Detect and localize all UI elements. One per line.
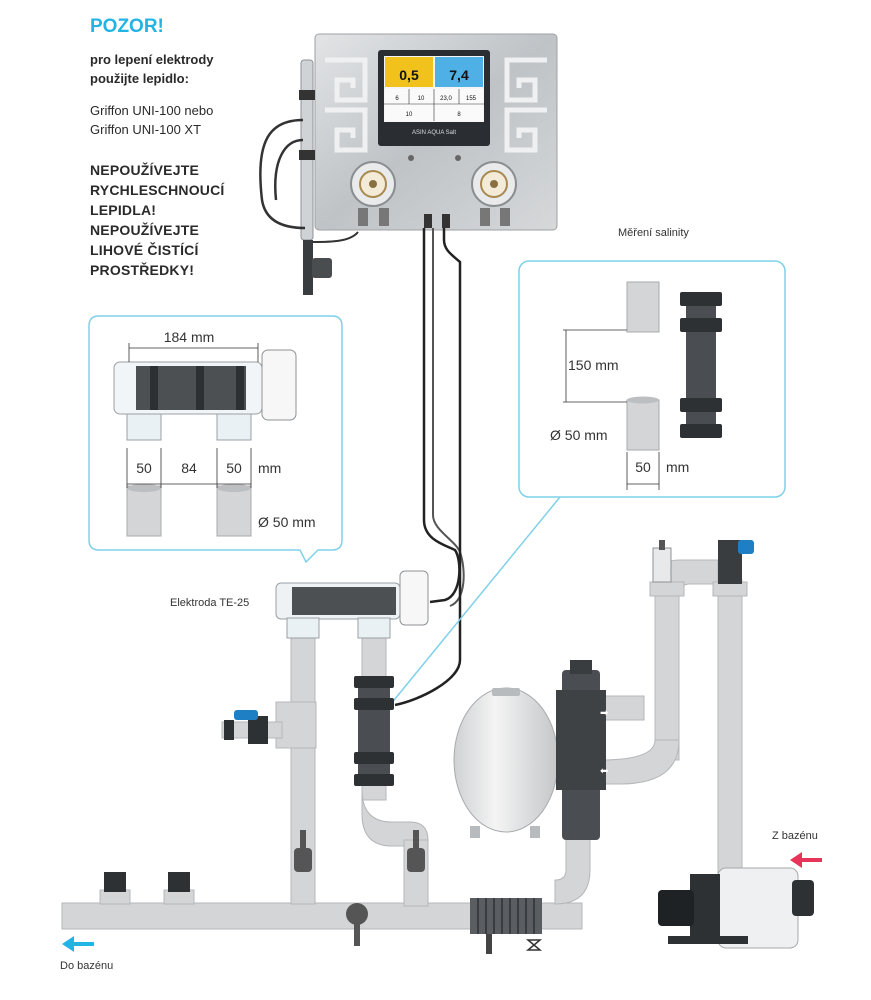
left-display-panel bbox=[385, 57, 433, 87]
electrode-length: 184 mm bbox=[164, 329, 215, 345]
salinity-cell bbox=[354, 676, 394, 786]
salinity-title: Měření salinity bbox=[618, 227, 689, 239]
right-peristaltic-pump bbox=[471, 161, 517, 207]
glue-option: Griffon UNI-100 nebo bbox=[90, 103, 214, 118]
warning-caps-line: NEPOUŽÍVEJTE bbox=[90, 162, 199, 178]
salinity-width: 50 bbox=[635, 459, 651, 475]
from-pool-label: Z bazénu bbox=[772, 830, 818, 842]
right-display-panel bbox=[435, 57, 483, 87]
warning-caps-line: PROSTŘEDKY! bbox=[90, 262, 195, 278]
device-brand: ASIN AQUA Salt bbox=[412, 130, 456, 136]
electrode-spacing: 50 bbox=[136, 460, 152, 476]
probe-holder bbox=[259, 59, 359, 295]
warning-caps-line: LIHOVÉ ČISTÍCÍ bbox=[90, 242, 199, 258]
display-status-value: 10 bbox=[406, 112, 413, 118]
electrode-dimension-callout bbox=[88, 315, 343, 564]
display-value-right: 7,4 bbox=[449, 67, 469, 83]
electrode-cable bbox=[422, 228, 461, 604]
heat-exchanger bbox=[470, 898, 543, 954]
warning-caps-line: LEPIDLA! bbox=[90, 202, 157, 218]
salinity-width-unit: mm bbox=[666, 459, 689, 475]
salinity-cable bbox=[394, 228, 462, 707]
electrode-spacing-unit: mm bbox=[258, 460, 281, 476]
electrode-label: Elektroda TE-25 bbox=[170, 597, 250, 609]
left-peristaltic-pump bbox=[350, 161, 396, 207]
display-status-value: 8 bbox=[457, 112, 461, 118]
ball-valves bbox=[294, 830, 425, 946]
electrode-spacing: 50 bbox=[226, 460, 242, 476]
glue-option: Griffon UNI-100 XT bbox=[90, 122, 202, 137]
electrode-diameter: Ø 50 mm bbox=[258, 514, 316, 530]
sand-filter: ➡ ⬅ bbox=[453, 660, 609, 840]
electrode-te25 bbox=[275, 570, 429, 639]
salinity-height: 150 mm bbox=[568, 357, 619, 373]
warning-intro-line: použijte lepidlo: bbox=[90, 71, 189, 86]
pipe-connectors bbox=[104, 872, 190, 892]
display-small-value: 6 bbox=[395, 96, 399, 102]
svg-text:⬅: ⬅ bbox=[600, 766, 608, 777]
electrode-spacing: 84 bbox=[181, 460, 197, 476]
warning-intro-line: pro lepení elektrody bbox=[90, 52, 214, 67]
warning-caps-line: RYCHLESCHNOUCÍ bbox=[90, 182, 225, 198]
circulation-pump bbox=[658, 867, 814, 949]
salinity-dimension-callout bbox=[389, 260, 786, 706]
sampling-valve bbox=[221, 710, 283, 744]
warning-caps-line: NEPOUŽÍVEJTE bbox=[90, 222, 199, 238]
salinity-diameter: Ø 50 mm bbox=[550, 427, 608, 443]
display-value-left: 0,5 bbox=[399, 67, 419, 83]
dosing-controller bbox=[314, 33, 558, 231]
warning-title: POZOR! bbox=[90, 16, 164, 37]
svg-text:➡: ➡ bbox=[600, 708, 609, 719]
display-small-value: 155 bbox=[466, 96, 477, 102]
display-small-value: 10 bbox=[418, 96, 425, 102]
display-small-value: 23,0 bbox=[440, 96, 452, 102]
heat-pump-connectors bbox=[652, 540, 754, 584]
to-pool-label: Do bazénu bbox=[60, 960, 114, 972]
